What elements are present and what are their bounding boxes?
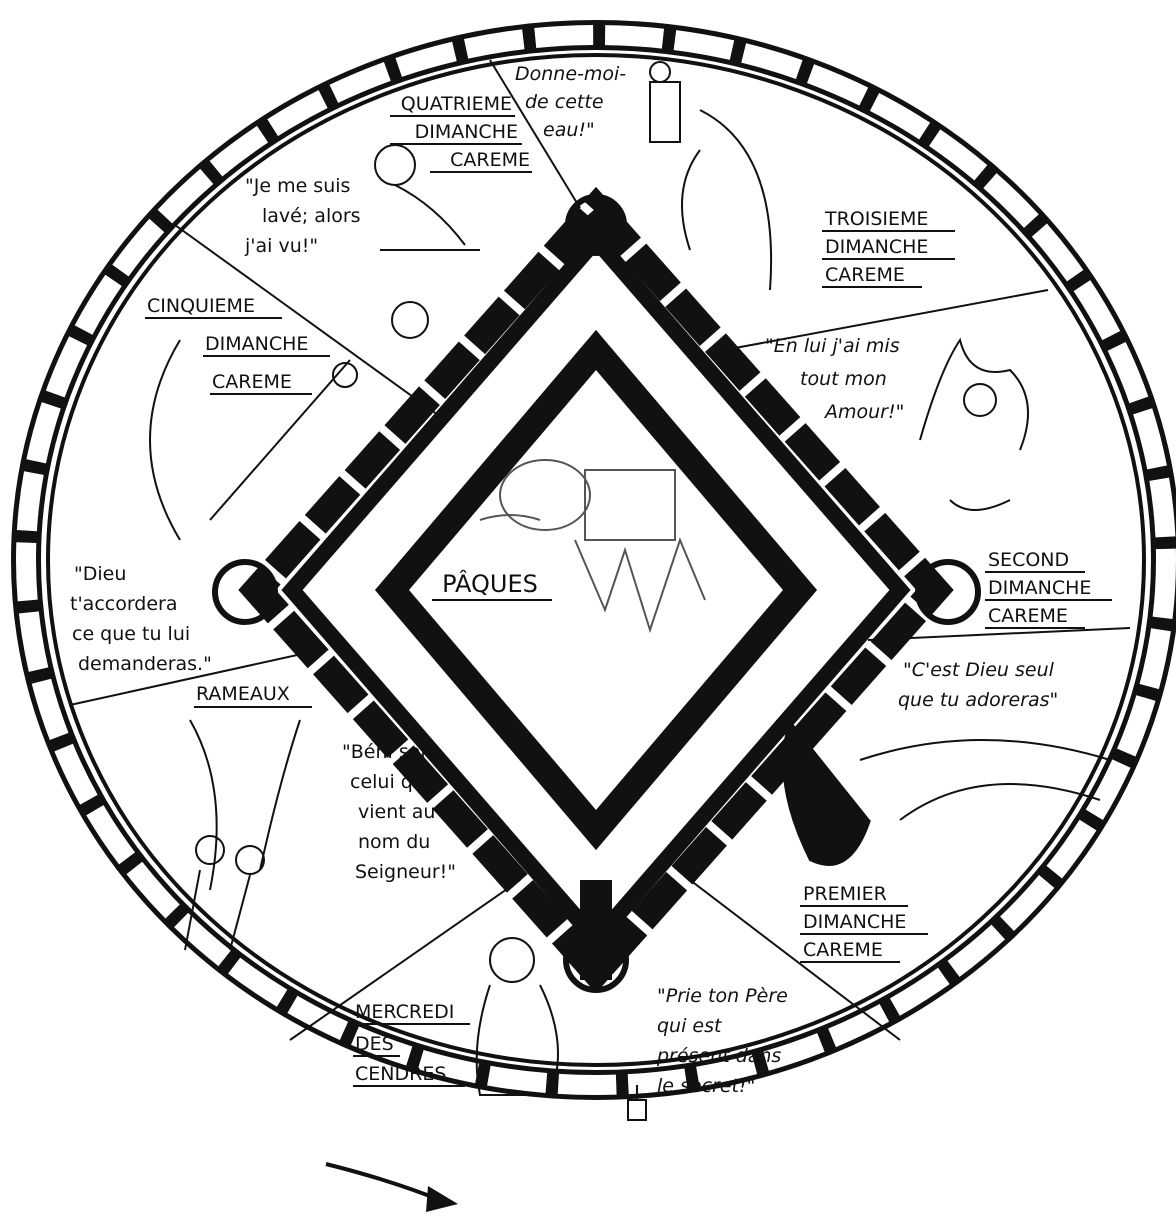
center-title: PÂQUES	[442, 569, 538, 598]
svg-text:demanderas.": demanderas."	[78, 653, 212, 675]
svg-text:ce que tu lui: ce que tu lui	[72, 623, 190, 645]
svg-text:DIMANCHE: DIMANCHE	[825, 236, 928, 258]
svg-text:DIMANCHE: DIMANCHE	[415, 121, 518, 143]
svg-text:Seigneur!": Seigneur!"	[355, 861, 456, 883]
svg-text:tout mon: tout mon	[800, 368, 887, 390]
svg-text:"Béni soit: "Béni soit	[342, 741, 433, 763]
svg-text:qui est: qui est	[657, 1015, 723, 1037]
svg-text:SECOND: SECOND	[988, 549, 1069, 571]
svg-text:DIMANCHE: DIMANCHE	[803, 911, 906, 933]
sector-label-rameaux: RAMEAUX	[194, 683, 312, 707]
sector-label-premier: PREMIER DIMANCHE CAREME	[800, 883, 928, 962]
svg-text:eau!": eau!"	[543, 119, 595, 141]
quote-dieu-seul: "C'est Dieu seul que tu adoreras"	[898, 659, 1058, 711]
svg-text:RAMEAUX: RAMEAUX	[196, 683, 290, 705]
svg-text:"Dieu: "Dieu	[74, 563, 126, 585]
svg-text:présent dans: présent dans	[656, 1045, 781, 1067]
svg-text:"Prie ton Père: "Prie ton Père	[657, 985, 788, 1007]
svg-text:CAREME: CAREME	[212, 371, 292, 393]
svg-text:"En lui j'ai mis: "En lui j'ai mis	[765, 335, 900, 357]
svg-text:MERCREDI: MERCREDI	[355, 1001, 454, 1023]
svg-text:le secret!": le secret!"	[657, 1075, 755, 1097]
svg-text:DIMANCHE: DIMANCHE	[988, 577, 1091, 599]
quote-je-me-suis-lave: "Je me suis lavé; alors j'ai vu!"	[244, 175, 361, 257]
quote-dieu-t-accordera: "Dieu t'accordera ce que tu lui demander…	[70, 563, 212, 675]
sector-label-second: SECOND DIMANCHE CAREME	[985, 549, 1112, 628]
direction-arrow-icon	[326, 1164, 458, 1212]
svg-text:CAREME: CAREME	[450, 149, 530, 171]
svg-text:t'accordera: t'accordera	[70, 593, 178, 615]
svg-text:j'ai vu!": j'ai vu!"	[244, 235, 318, 257]
svg-text:nom du: nom du	[358, 831, 430, 853]
svg-text:DIMANCHE: DIMANCHE	[205, 333, 308, 355]
svg-text:de cette: de cette	[525, 91, 604, 113]
sector-label-troisieme: TROISIEME DIMANCHE CAREME	[822, 208, 955, 287]
svg-text:CAREME: CAREME	[825, 264, 905, 286]
svg-text:CINQUIEME: CINQUIEME	[147, 295, 255, 317]
transfiguration-illustration	[920, 340, 1028, 510]
svg-text:lavé; alors: lavé; alors	[262, 205, 361, 227]
svg-text:Amour!": Amour!"	[823, 401, 904, 423]
svg-text:DES: DES	[355, 1033, 394, 1055]
svg-text:celui qui: celui qui	[350, 771, 430, 793]
sector-label-quatrieme: QUATRIEME DIMANCHE CAREME	[390, 93, 532, 172]
svg-text:PREMIER: PREMIER	[803, 883, 887, 905]
man-washing-illustration	[375, 145, 480, 338]
svg-text:CAREME: CAREME	[988, 605, 1068, 627]
svg-text:CENDRES: CENDRES	[355, 1063, 446, 1085]
stone-lozenge	[215, 197, 978, 990]
svg-text:QUATRIEME: QUATRIEME	[401, 93, 512, 115]
svg-text:CAREME: CAREME	[803, 939, 883, 961]
palm-children-illustration	[185, 720, 300, 950]
svg-text:Donne-moi-: Donne-moi-	[515, 63, 626, 85]
svg-text:"C'est Dieu seul: "C'est Dieu seul	[903, 659, 1055, 681]
svg-text:vient au: vient au	[358, 801, 435, 823]
svg-text:TROISIEME: TROISIEME	[824, 208, 928, 230]
svg-text:"Je me suis: "Je me suis	[245, 175, 350, 197]
svg-text:que tu adoreras": que tu adoreras"	[898, 689, 1058, 711]
sector-label-cinquieme: CINQUIEME DIMANCHE CAREME	[145, 295, 330, 394]
woman-at-well-illustration	[650, 62, 771, 290]
bottom-pillar	[580, 880, 612, 980]
